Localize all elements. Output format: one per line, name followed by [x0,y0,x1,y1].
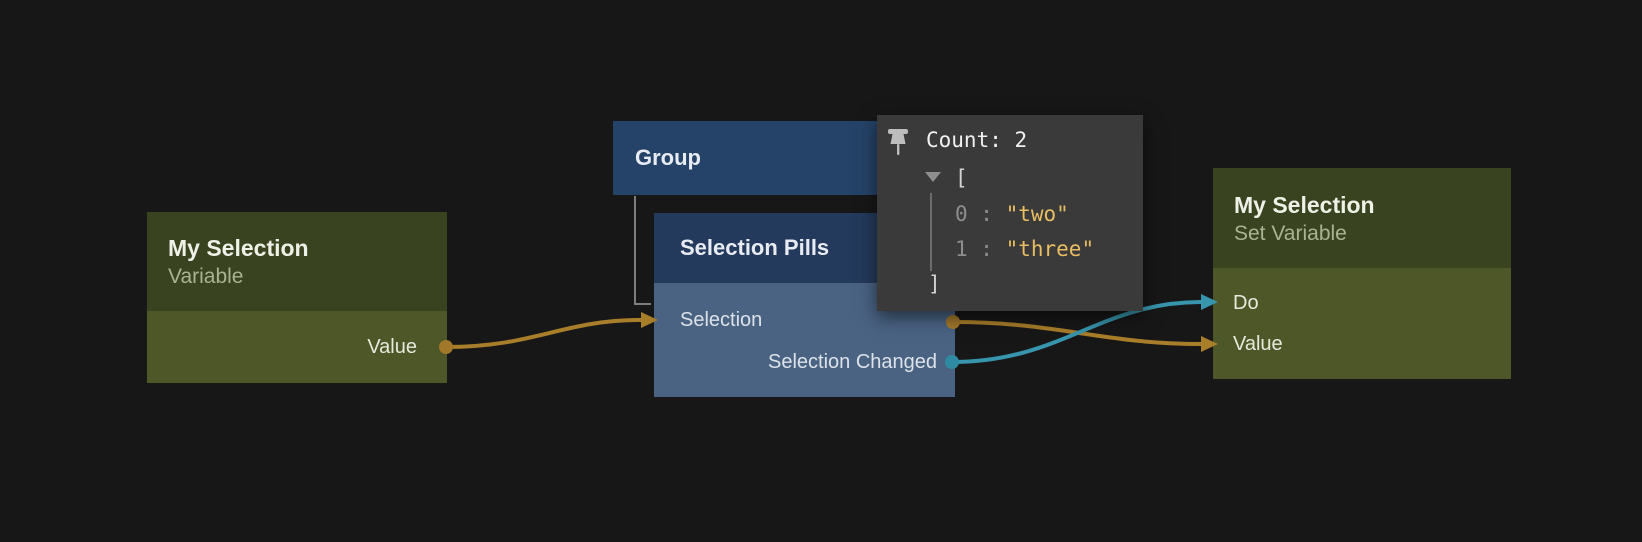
item-separator: : [967,202,1006,226]
node-selection-pills-title: Selection Pills [680,235,830,260]
node-group-title: Group [635,145,701,170]
port-dot-selection-changed-output[interactable] [945,355,959,369]
chevron-down-icon[interactable] [925,172,941,182]
inspector-count-label: Count: 2 [926,128,1028,152]
node-variable-header: My Selection Variable [147,212,447,311]
item-index: 0 [955,202,968,226]
pin-icon[interactable] [887,128,909,158]
inspector-open-bracket: [ [955,166,968,190]
port-selection-changed-label: Selection Changed [767,351,937,373]
node-set-variable-body: Do Value [1213,268,1511,379]
node-variable-body: Value [147,311,447,383]
port-selection-changed[interactable]: Selection Changed [654,344,955,380]
item-index: 1 [955,237,968,261]
port-do-input[interactable]: Do [1213,285,1511,321]
wire-value-to-selection[interactable] [444,318,643,349]
node-selection-pills-body: Selection Selection Changed [654,283,955,397]
port-do-input-label: Do [1233,292,1259,314]
inspector-close-bracket: ] [928,272,941,296]
wire-selection-changed-to-do[interactable] [950,300,1203,364]
hierarchy-connector-line [634,196,651,305]
node-my-selection-variable[interactable]: My Selection Variable Value [147,212,447,383]
item-value: "two" [1005,202,1069,226]
value-inspector-popup: Count: 2 [ 0 : "two" 1 : "three" ] [877,115,1143,311]
node-set-variable-subtitle: Set Variable [1234,221,1347,245]
port-value-output-label: Value [367,336,417,358]
inspector-array-item: 0 : "two" [955,196,1069,232]
port-dot-value-output[interactable] [439,340,453,354]
port-selection[interactable]: Selection [654,302,955,338]
port-value-output[interactable]: Value [147,329,447,365]
inspector-tree-guide-line [930,193,932,271]
node-variable-title: My Selection [168,235,309,261]
item-separator: : [967,237,1006,261]
node-set-variable-title: My Selection [1234,191,1375,218]
item-value: "three" [1005,237,1095,261]
port-value-input[interactable]: Value [1213,326,1511,362]
node-variable-subtitle: Variable [168,265,244,288]
port-dot-selection-output[interactable] [946,315,960,329]
node-group-header: Group [613,121,1013,195]
node-set-variable-header: My Selection Set Variable [1213,168,1511,268]
port-selection-label: Selection [680,309,763,331]
port-value-input-label: Value [1233,333,1283,355]
inspector-array-item: 1 : "three" [955,231,1094,267]
node-my-selection-set-variable[interactable]: My Selection Set Variable Do Value [1213,168,1511,379]
